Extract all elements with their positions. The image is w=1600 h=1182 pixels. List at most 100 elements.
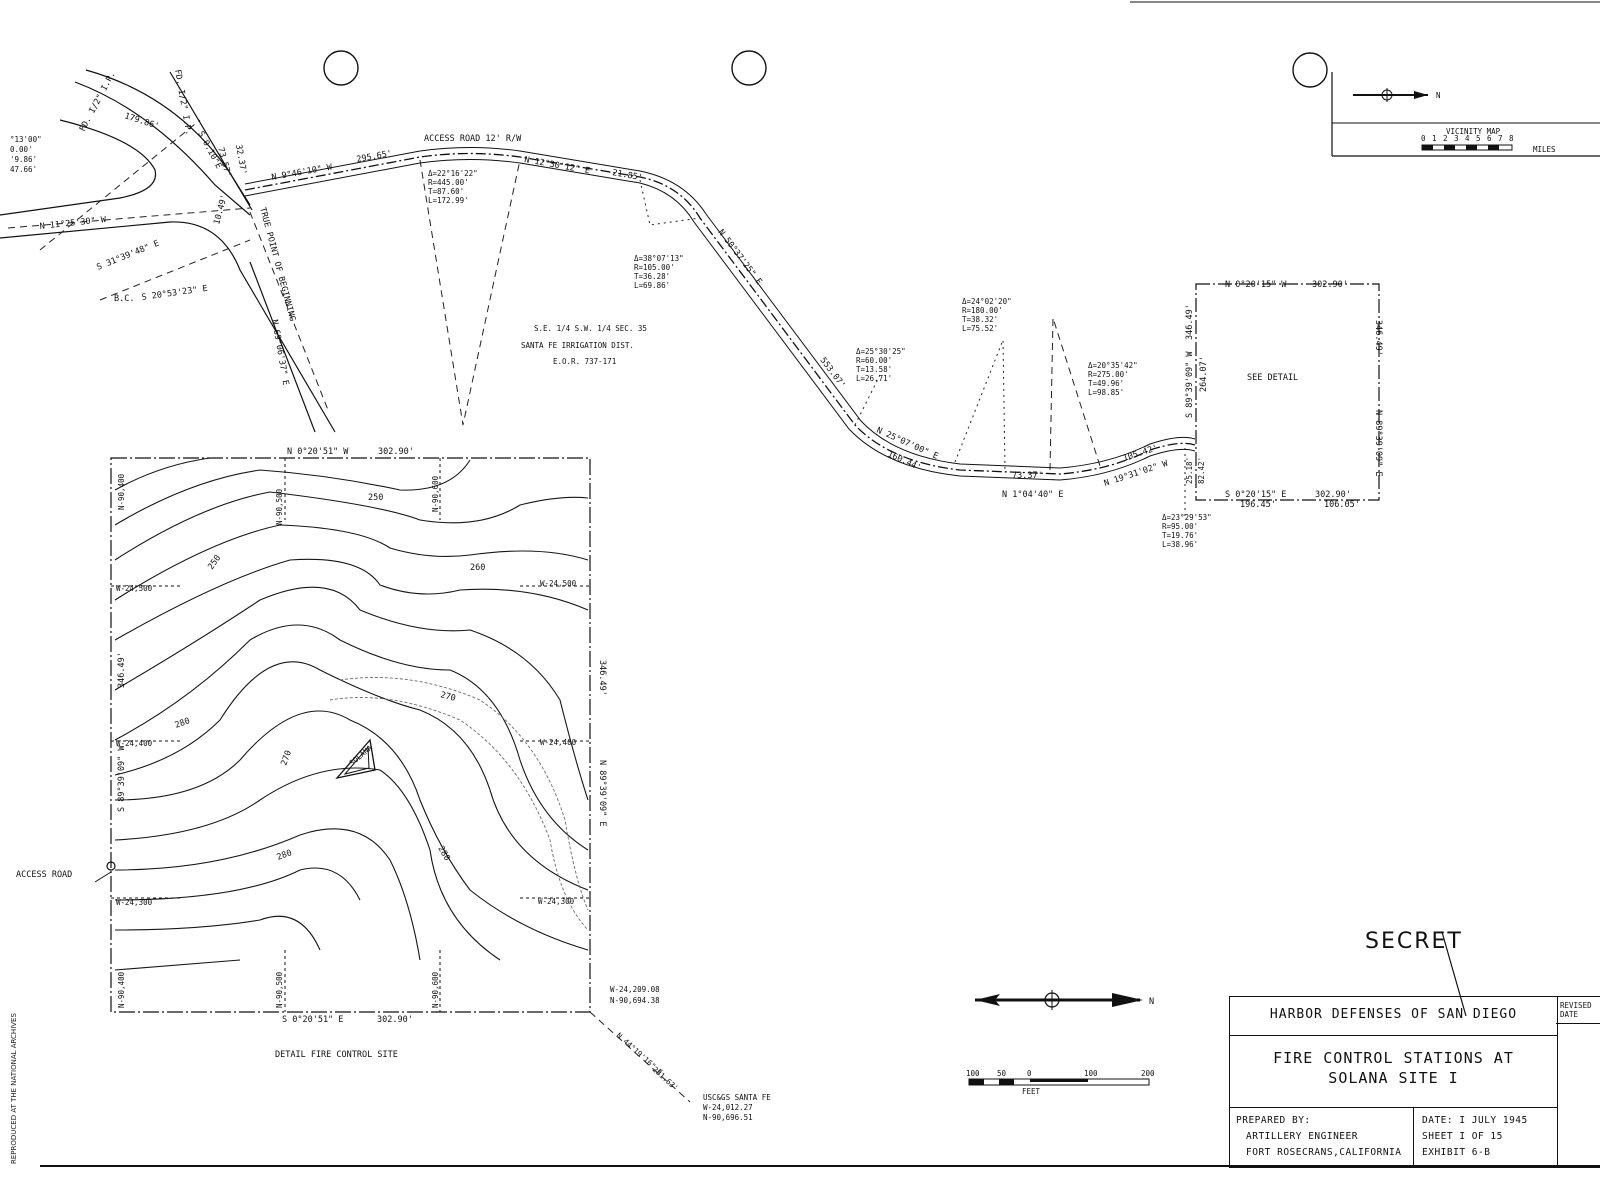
svg-text:T=13.58': T=13.58' (856, 365, 892, 374)
svg-text:7: 7 (1498, 134, 1503, 143)
svg-text:T=38.32': T=38.32' (962, 315, 998, 324)
curve-radius-lines (419, 159, 1186, 520)
existing-roads: °13'00" 0.00' '9.86' 47.66' N 11°25'30" … (0, 69, 336, 433)
svg-text:R=105.00': R=105.00' (634, 263, 675, 272)
exhibit-number: EXHIBIT 6-B (1422, 1147, 1491, 1158)
svg-text:8: 8 (1509, 134, 1514, 143)
svg-text:W-24,400: W-24,400 (116, 739, 153, 748)
stamp-slash (1441, 931, 1467, 1017)
svg-text:N 89°39'09" E: N 89°39'09" E (597, 760, 607, 827)
svg-text:0: 0 (1027, 1069, 1032, 1078)
svg-text:4: 4 (1465, 134, 1470, 143)
vicinity-map: N VICINITY MAP 0 1 2 3 4 5 6 7 8 MILES (1331, 72, 1600, 157)
access-road-callout: ACCESS ROAD (16, 870, 72, 880)
svg-text:0: 0 (1421, 134, 1426, 143)
svg-text:Δ=23°29'53": Δ=23°29'53" (1162, 513, 1212, 522)
svg-text:N-90,500: N-90,500 (275, 488, 284, 525)
svg-text:6: 6 (1487, 134, 1492, 143)
svg-text:R=180.00': R=180.00' (962, 306, 1003, 315)
svg-text:S 0°20'15" E: S 0°20'15" E (1225, 490, 1286, 500)
svg-text:25.18': 25.18' (1185, 457, 1194, 484)
parcel-label: S.E. 1/4 S.W. 1/4 SEC. 35 SANTA FE IRRIG… (521, 324, 647, 366)
svg-text:5: 5 (1476, 134, 1481, 143)
svg-text:Δ=20°35'42": Δ=20°35'42" (1088, 361, 1138, 370)
vicinity-scale-ticks: 0 1 2 3 4 5 6 7 8 (1421, 134, 1514, 143)
svg-text:N 50°37'25" E: N 50°37'25" E (716, 228, 764, 287)
svg-text:B.C.: B.C. (114, 294, 134, 304)
svg-text:Δ=38°07'13": Δ=38°07'13" (634, 254, 684, 263)
svg-text:N-90,500: N-90,500 (275, 971, 284, 1008)
svg-text:302.90': 302.90' (1312, 280, 1348, 290)
prepared-org: ARTILLERY ENGINEER (1246, 1131, 1358, 1142)
svg-text:N 19°31'02" W: N 19°31'02" W (1103, 459, 1170, 489)
svg-text:346.49': 346.49' (1185, 304, 1195, 340)
drawing-title-line1: FIRE CONTROL STATIONS AT (1273, 1049, 1514, 1067)
svg-text:Δ=22°16'22": Δ=22°16'22" (428, 169, 478, 178)
svg-text:N 69°06'37" E: N 69°06'37" E (269, 319, 290, 386)
curve-data: Δ=22°16'22" R=445.00' T=87.60' L=172.99'… (428, 169, 1212, 549)
svg-text:R=60.00': R=60.00' (856, 356, 892, 365)
north-label: N (1436, 91, 1441, 100)
svg-text:N 12°30'12" E: N 12°30'12" E (523, 155, 590, 176)
svg-text:'9.86': '9.86' (10, 155, 37, 164)
svg-text:N-90,400: N-90,400 (117, 971, 126, 1008)
svg-text:N 1°04'40" E: N 1°04'40" E (1002, 490, 1063, 500)
punch-hole (1292, 52, 1328, 88)
svg-text:281.63': 281.63' (651, 1065, 681, 1093)
svg-text:W-24,300: W-24,300 (538, 897, 575, 906)
svg-text:°13'00": °13'00" (10, 135, 42, 144)
svg-text:270: 270 (279, 749, 294, 767)
svg-text:2: 2 (1443, 134, 1448, 143)
svg-text:260: 260 (470, 563, 485, 573)
svg-text:W-24,012.27: W-24,012.27 (703, 1103, 753, 1112)
svg-text:N-90,600: N-90,600 (431, 971, 440, 1008)
svg-text:T=49.96': T=49.96' (1088, 379, 1124, 388)
true-point-of-beginning: TRUE POINT OF BEGINNING (257, 206, 297, 322)
station-label: SOLANA (348, 743, 375, 768)
svg-text:1: 1 (1432, 134, 1437, 143)
see-detail-label: SEE DETAIL (1247, 373, 1298, 383)
drawing-date: DATE: I JULY 1945 (1422, 1115, 1528, 1126)
svg-text:FD. I/2" I.P.: FD. I/2" I.P. (78, 70, 118, 133)
svg-text:250: 250 (206, 553, 223, 571)
svg-text:47.66': 47.66' (10, 165, 37, 174)
prepared-by-label: PREPARED BY: (1236, 1115, 1311, 1126)
svg-text:100: 100 (1084, 1069, 1098, 1078)
svg-text:553.07': 553.07' (818, 356, 848, 391)
svg-text:S 31°39'48" E: S 31°39'48" E (95, 239, 160, 273)
svg-text:302.90': 302.90' (1315, 490, 1351, 500)
north-arrow-small: N (1353, 88, 1441, 102)
drawing-title-line2: SOLANA SITE I (1328, 1069, 1459, 1087)
svg-text:Δ=25°30'25": Δ=25°30'25" (856, 347, 906, 356)
svg-text:346.49': 346.49' (597, 660, 607, 696)
svg-text:32.37': 32.37' (233, 144, 248, 176)
svg-text:100: 100 (966, 1069, 980, 1078)
svg-text:179.86': 179.86' (123, 111, 160, 132)
svg-text:W-24,500: W-24,500 (116, 584, 153, 593)
svg-text:346.49': 346.49' (117, 652, 127, 688)
svg-text:USC&GS SANTA FE: USC&GS SANTA FE (703, 1093, 771, 1102)
svg-text:302.90': 302.90' (377, 1015, 413, 1025)
svg-text:E.O.R. 737-171: E.O.R. 737-171 (553, 357, 616, 366)
svg-text:W-24,209.08: W-24,209.08 (610, 985, 660, 994)
svg-text:S 89°39'09" W: S 89°39'09" W (117, 745, 127, 812)
svg-text:0.00': 0.00' (10, 145, 33, 154)
svg-text:82.42': 82.42' (1197, 457, 1206, 484)
svg-text:W-24,500: W-24,500 (540, 579, 577, 588)
detail-title: DETAIL FIRE CONTROL SITE (275, 1050, 398, 1060)
revised-date-label: DATE (1560, 1010, 1579, 1019)
svg-text:L=98.85': L=98.85' (1088, 388, 1124, 397)
archives-stamp: REPRODUCED AT THE NATIONAL ARCHIVES (10, 1013, 18, 1164)
svg-text:346.49': 346.49' (1373, 320, 1383, 356)
svg-text:Δ=24°02'20": Δ=24°02'20" (962, 297, 1012, 306)
svg-text:250: 250 (368, 493, 383, 503)
svg-text:W-24,300: W-24,300 (116, 898, 153, 907)
svg-text:N-90,600: N-90,600 (431, 475, 440, 512)
fire-control-station-marker: SOLANA (335, 738, 376, 780)
svg-text:S 0°20'51" E: S 0°20'51" E (282, 1015, 343, 1025)
vicinity-scale-units: MILES (1533, 145, 1556, 154)
svg-text:L=26.71': L=26.71' (856, 374, 892, 383)
scale-bar: 100 50 0 100 200 FEET (966, 1069, 1155, 1096)
title-block: HARBOR DEFENSES OF SAN DIEGO FIRE CONTRO… (1229, 996, 1558, 1168)
svg-text:R=445.00': R=445.00' (428, 178, 469, 187)
